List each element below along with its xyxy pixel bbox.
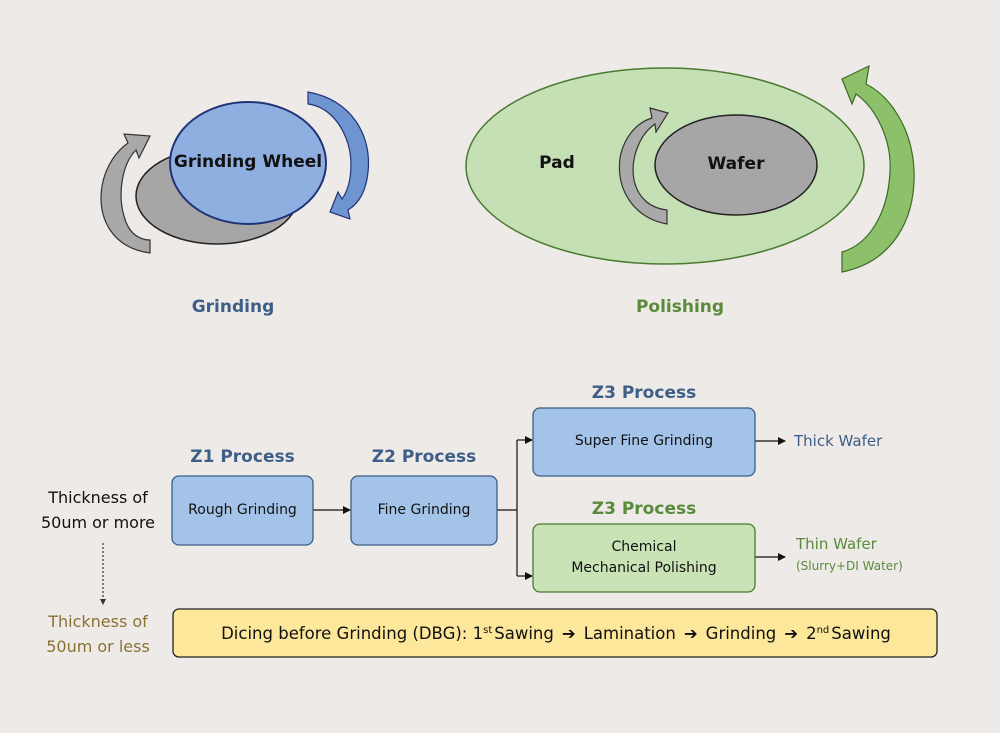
thickness-more-line1: Thickness of	[48, 488, 148, 507]
grinding-caption: Grinding	[191, 297, 275, 317]
z2-box	[350, 475, 498, 546]
dbg-step1-label: Sawing	[494, 623, 554, 643]
z1-title: Z1 Process	[190, 447, 295, 467]
polishing-wafer-ellipse	[654, 114, 818, 216]
thickness-more-line2: 50um or more	[40, 513, 156, 532]
z3-bottom-box	[532, 523, 756, 593]
dbg-arrow-1: ➔	[561, 623, 576, 643]
thickness-more-label: Thickness of 50um or more	[40, 485, 156, 535]
z1-box-label: Rough Grinding	[188, 502, 297, 518]
flow-connectors	[100, 436, 786, 605]
z3-bottom-title: Z3 Process	[591, 499, 697, 519]
polishing-caption: Polishing	[635, 297, 725, 317]
grinding-wafer-rotation-arrow	[100, 133, 151, 254]
thick-wafer-result: Thick Wafer	[794, 432, 883, 450]
z3-bottom-box-line1: Chemical	[611, 539, 677, 555]
z2-title: Z2 Process	[371, 447, 477, 467]
thickness-less-label: Thickness of 50um or less	[40, 609, 156, 659]
dbg-arrow-2: ➔	[683, 623, 698, 643]
polishing-wafer-label: Wafer	[707, 154, 765, 174]
pad-label: Pad	[539, 153, 575, 173]
thin-wafer-note: (Slurry+DI Water)	[796, 559, 903, 573]
grinding-wheel-rotation-arrow	[307, 91, 370, 220]
dbg-prefix: Dicing before Grinding (DBG):	[221, 623, 473, 643]
polishing-pad-rotation-arrow	[841, 64, 915, 273]
dbg-step4-sup: nd	[816, 624, 830, 636]
dbg-arrow-3: ➔	[784, 623, 799, 643]
dbg-box	[172, 608, 938, 658]
grinding-illustration	[100, 91, 370, 254]
z1-box	[171, 475, 314, 546]
polishing-illustration	[465, 64, 915, 273]
z3-bottom-box-label: Chemical Mechanical Polishing	[533, 526, 755, 590]
polishing-wafer-rotation-arrow	[618, 107, 669, 225]
grinding-wheel-ellipse	[169, 101, 327, 225]
thickness-less-line1: Thickness of	[48, 612, 148, 631]
dbg-step3: Grinding	[705, 623, 777, 643]
dbg-step4-num: 2	[806, 623, 817, 643]
z3-top-title: Z3 Process	[591, 383, 697, 403]
dbg-step4-label: Sawing	[831, 623, 891, 643]
z3-top-box	[532, 407, 756, 477]
dbg-step1-sup: st	[483, 624, 493, 636]
z2-box-label: Fine Grinding	[377, 502, 471, 518]
z3-top-box-label: Super Fine Grinding	[574, 432, 714, 449]
grinding-wheel-label: Grinding Wheel	[173, 152, 323, 172]
dbg-step2: Lamination	[583, 623, 676, 643]
thin-wafer-result: Thin Wafer	[796, 535, 877, 553]
z3-bottom-box-line2: Mechanical Polishing	[571, 560, 717, 576]
thickness-less-line2: 50um or less	[46, 637, 150, 656]
dbg-step1-num: 1	[472, 623, 484, 643]
